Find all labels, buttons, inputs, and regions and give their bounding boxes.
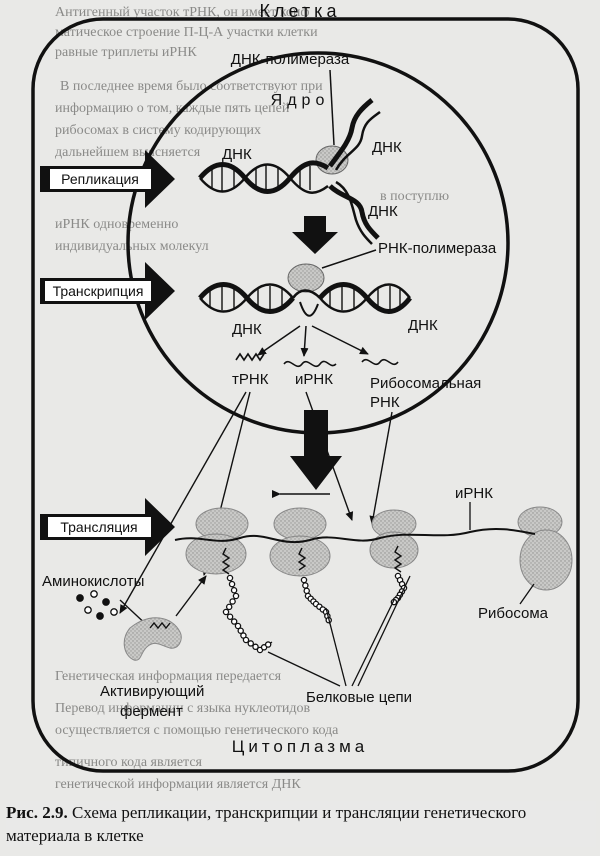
replication-label: Репликация bbox=[61, 171, 139, 187]
cell-membrane bbox=[31, 17, 580, 773]
cell-label: Клетка bbox=[260, 1, 341, 21]
bg-line: в поступлю bbox=[380, 189, 449, 204]
figure-caption: Рис. 2.9. Схема репликации, транскрипции… bbox=[6, 801, 596, 847]
cytoplasm-label: Цитоплазма bbox=[232, 737, 368, 756]
nucleus-label: Ядро bbox=[271, 92, 330, 109]
process-replication: Репликация bbox=[40, 150, 175, 208]
amino-acid-bead bbox=[228, 580, 236, 588]
dna-label-transcription-left: ДНК bbox=[232, 321, 262, 338]
dna-label-replication-bottom: ДНК bbox=[368, 203, 398, 220]
amino-acid-bead bbox=[264, 641, 272, 648]
bg-line: матическое строение П-Ц-А участки клетки bbox=[55, 25, 318, 40]
rna-export-lines bbox=[119, 391, 393, 614]
amino-acid-bead bbox=[232, 592, 240, 600]
bg-line: Генетическая информация передается bbox=[55, 669, 282, 684]
dna-label-replication-left: ДНК bbox=[222, 146, 252, 163]
amino-acid-bead bbox=[225, 603, 233, 611]
bg-line: индивидуальных молекул bbox=[55, 239, 209, 254]
amino-acids bbox=[76, 590, 118, 620]
bg-line: рибосомах в систему кодирующих bbox=[55, 123, 261, 138]
bg-line: Перевод информации с языка нуклеотидов bbox=[55, 701, 311, 716]
rna-polymerase-pointer bbox=[321, 249, 377, 269]
amino-acid-bead bbox=[230, 618, 238, 625]
bg-line: В последнее время было соответствуют при bbox=[60, 79, 323, 94]
process-transcription: Транскрипция bbox=[40, 262, 175, 320]
bg-line: информацию о том, каждые пять цепей bbox=[55, 101, 290, 116]
amino-acid-bead bbox=[229, 598, 236, 605]
activating-enzyme-label-line2: фермент bbox=[120, 703, 183, 720]
ribosome-label: Рибосома bbox=[478, 605, 549, 622]
ribosomes bbox=[185, 506, 573, 591]
enzyme-trna bbox=[149, 621, 171, 630]
irna-strand bbox=[174, 527, 536, 544]
amino-acid-bead bbox=[300, 576, 308, 584]
protein-chain-pointers bbox=[267, 575, 411, 687]
bg-line: генетической информации является ДНК bbox=[55, 777, 301, 792]
replication-to-transcription-arrow bbox=[292, 216, 338, 254]
transcription-to-translation-arrow bbox=[290, 410, 342, 490]
dna-polymerase-pointer bbox=[329, 69, 335, 146]
bg-line: типичного кода является bbox=[55, 755, 203, 770]
amino-acid-bead bbox=[303, 587, 310, 595]
rna-product-arrows bbox=[257, 325, 369, 357]
amino-acid-bead bbox=[230, 586, 238, 594]
transcription-label: Транскрипция bbox=[53, 283, 144, 299]
ribosomal-rna-label-line1: Рибосомальная bbox=[370, 375, 481, 392]
ribosome-pointer bbox=[519, 583, 535, 605]
rna-polymerase-enzyme bbox=[287, 263, 325, 293]
amino-acid-bead bbox=[226, 574, 234, 582]
replication-dna bbox=[198, 98, 381, 245]
bg-line: дальнейшем выясняется bbox=[55, 145, 201, 160]
amino-acid-bead bbox=[302, 582, 309, 589]
irna-label-nucleus: иРНК bbox=[295, 371, 333, 388]
amino-acid-bead bbox=[222, 608, 230, 616]
amino-acid-bead bbox=[237, 627, 244, 635]
process-translation: Трансляция bbox=[40, 498, 175, 556]
enzyme-to-ribosome-arrow bbox=[175, 575, 207, 617]
amino-acid-bead bbox=[226, 613, 234, 621]
bg-line: иРНК одновременно bbox=[55, 217, 178, 232]
rna-squiggles bbox=[235, 352, 399, 368]
amino-acid-bead bbox=[252, 643, 259, 651]
bg-line: равные триплеты иРНК bbox=[55, 45, 197, 60]
trna-label: тРНК bbox=[232, 371, 269, 388]
amino-acids-label: Аминокислоты bbox=[42, 573, 144, 590]
background-text: Антигенный участок тРНК, он имеет конф м… bbox=[55, 5, 449, 792]
dna-label-transcription-right: ДНК bbox=[408, 317, 438, 334]
amino-acid-bead bbox=[242, 636, 250, 644]
transcription-dna bbox=[198, 282, 412, 317]
dna-polymerase-label: ДНК-полимераза bbox=[231, 51, 350, 68]
protein-chains-label: Белковые цепи bbox=[306, 689, 412, 706]
rna-polymerase-label: РНК-полимераза bbox=[378, 240, 497, 257]
amino-acid-bead bbox=[247, 640, 255, 647]
activating-enzyme-label-line1: Активирующий bbox=[100, 683, 204, 700]
ribosomal-rna-label-line2: РНК bbox=[370, 394, 400, 411]
bg-line: осуществляется с помощью генетического к… bbox=[55, 723, 339, 738]
caption-text: Схема репликации, транскрипции и трансля… bbox=[6, 803, 527, 845]
irna-label-cytoplasm: иРНК bbox=[455, 485, 493, 502]
bg-line: Антигенный участок тРНК, он имеет конф bbox=[55, 5, 309, 20]
translation-label: Трансляция bbox=[60, 519, 137, 535]
caption-number: Рис. 2.9. bbox=[6, 803, 68, 822]
protein-chains bbox=[222, 572, 408, 654]
dna-label-replication-top: ДНК bbox=[372, 139, 402, 156]
trna-on-ribosomes bbox=[221, 545, 403, 575]
activating-enzyme-shape bbox=[123, 617, 182, 661]
amino-acid-bead bbox=[234, 622, 242, 630]
